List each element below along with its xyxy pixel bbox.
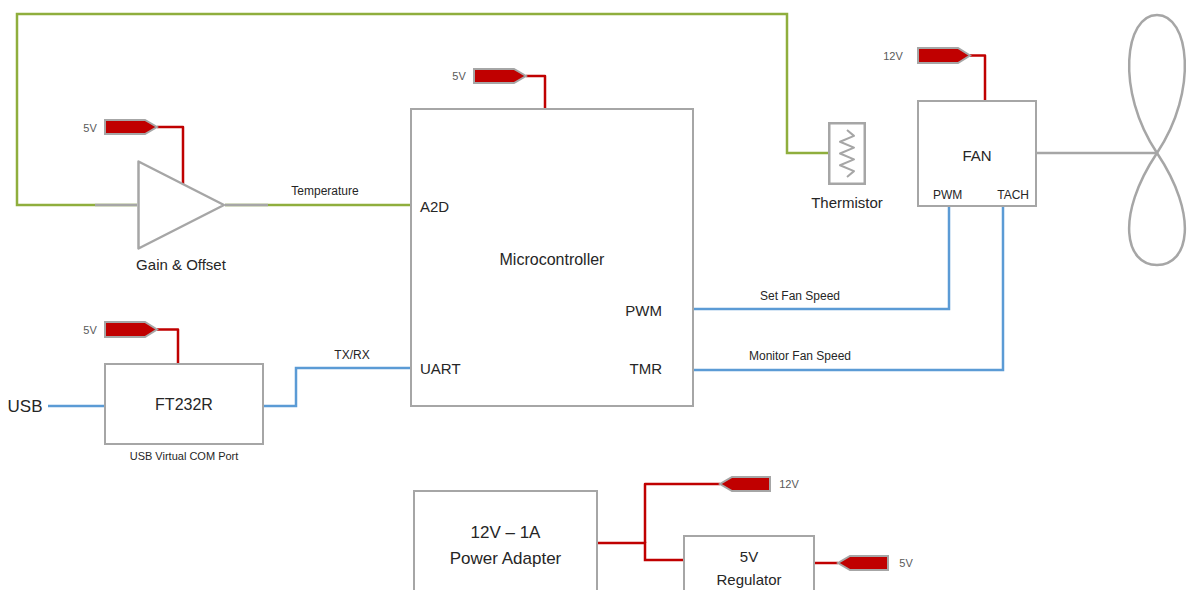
power-flag [918, 48, 970, 63]
signal-wire [598, 543, 683, 560]
voltage-label: 5V [83, 122, 96, 134]
signal-wire [694, 207, 1003, 370]
microcontroller-box: A2D MicrocontrollerPWM UART TMR [410, 108, 694, 407]
propeller-blade [1129, 153, 1185, 265]
voltage-label: 12V [883, 50, 903, 62]
triangle-outline [139, 162, 225, 249]
port-label: USB [8, 398, 43, 417]
pin-name: A2D [420, 198, 449, 216]
pin-name: UART [420, 360, 461, 378]
box-title: 5V Regulator [709, 546, 789, 590]
power-wire [815, 562, 838, 565]
pin-name: TMR [630, 360, 663, 378]
amplifier-label: Gain & Offset [136, 256, 226, 274]
power-adapter-box: 12V – 1A Power Adapter [413, 490, 598, 590]
signal-label: Set Fan Speed [758, 290, 842, 303]
box-caption: USB Virtual COM Port [130, 450, 239, 463]
power-flag [838, 556, 888, 570]
voltage-label: 5V [452, 70, 465, 82]
regulator-box: 5V Regulator [683, 535, 815, 590]
power-flag [105, 120, 157, 134]
signal-label: Monitor Fan Speed [747, 350, 853, 363]
pin-name: TACH [997, 188, 1029, 202]
box-title: 12V – 1A Power Adapter [447, 520, 564, 573]
pin-name: PWM [933, 188, 962, 202]
propeller-blade [1129, 15, 1185, 153]
box-title: Microcontroller [412, 250, 692, 269]
voltage-label: 12V [779, 478, 799, 490]
power-flag [474, 69, 526, 83]
fan-box: FAN PWM TACH [917, 100, 1037, 207]
voltage-label: 5V [899, 557, 912, 569]
input-stub [95, 204, 137, 207]
power-wire [526, 76, 545, 108]
box-title: FT232R [106, 395, 262, 414]
thermistor-label: Thermistor [811, 194, 883, 212]
signal-label: Temperature [289, 185, 360, 198]
voltage-label: 5V [83, 324, 96, 336]
thermistor-body [829, 123, 865, 184]
thermistor-symbol: Thermistor [828, 122, 866, 185]
usb-wire [48, 405, 104, 408]
resistor-zigzag [840, 130, 854, 177]
signal-wire [264, 368, 410, 406]
power-flag [105, 322, 157, 337]
signal-wire [225, 204, 410, 207]
signal-wire [694, 207, 949, 309]
signal-label: TX/RX [332, 349, 371, 362]
pin-name: PWM [625, 302, 662, 320]
power-flag [720, 477, 770, 491]
amplifier-triangle-outline [137, 160, 225, 250]
power-wire [157, 330, 178, 364]
fan-shaft [1025, 152, 1157, 155]
output-stub [225, 204, 268, 207]
thermistor-symbol-outline [828, 122, 866, 185]
usb-bridge-box: FT232RUSB Virtual COM Port [104, 363, 264, 445]
amplifier-triangle: Gain & Offset [137, 160, 225, 250]
power-wire [970, 56, 985, 101]
box-title: FAN [919, 147, 1035, 165]
